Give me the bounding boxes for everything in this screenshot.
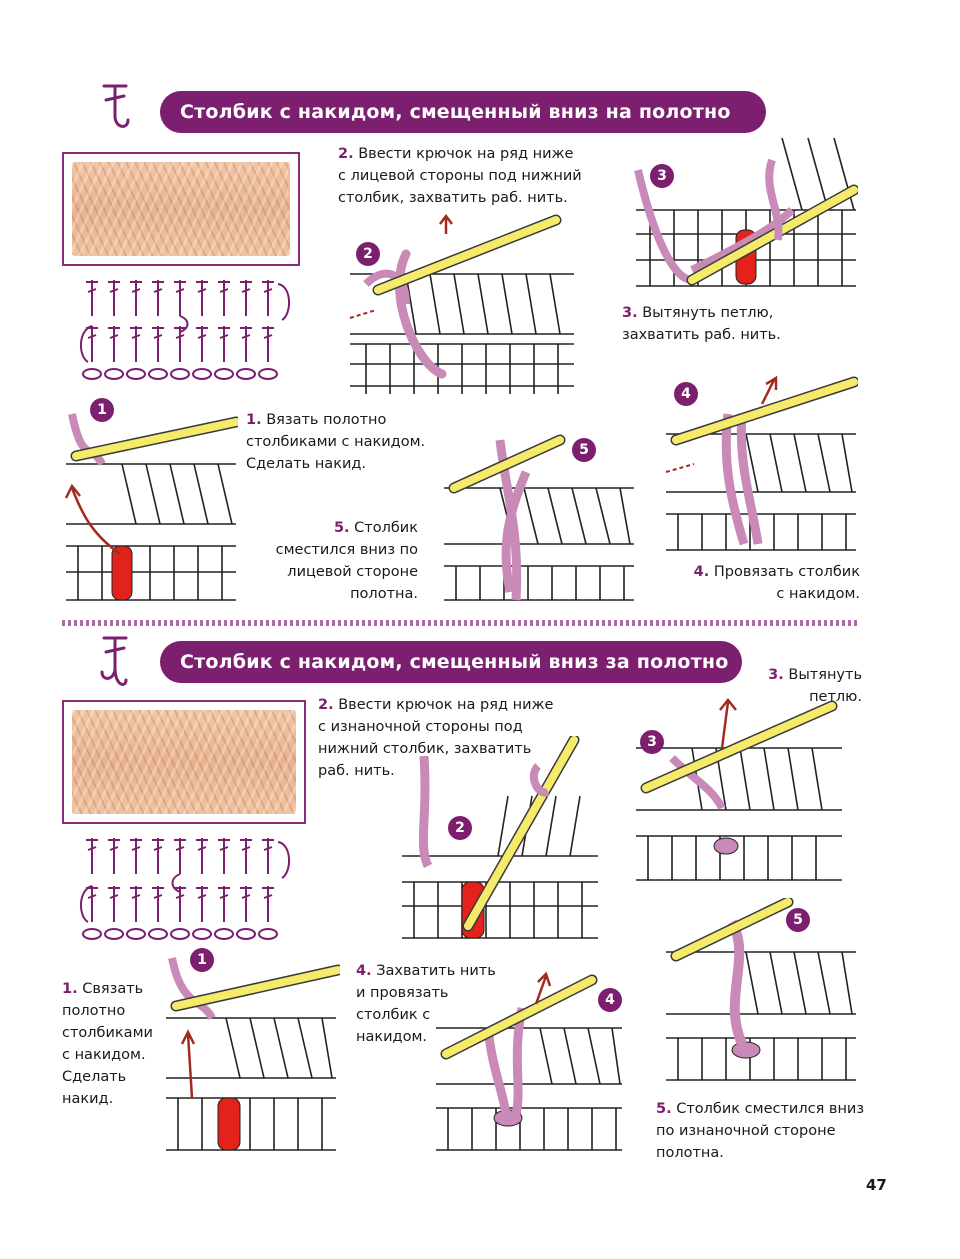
section2-step3-label: Вытянуть петлю. bbox=[788, 667, 862, 705]
section1-step2-badge: 2 bbox=[356, 242, 380, 266]
section2-step2-badge: 2 bbox=[448, 816, 472, 840]
section2-step3-illustration bbox=[636, 698, 842, 881]
section2-stitch-chart bbox=[80, 838, 290, 940]
section2-step4-badge: 4 bbox=[598, 988, 622, 1012]
section2-step1-illustration bbox=[166, 957, 340, 1151]
section1-step5-text: 5. Столбик сместился вниз по лицевой сто… bbox=[262, 517, 418, 605]
section2-step1-label: Связать полотно столбиками с накидом. Сд… bbox=[62, 981, 153, 1107]
section1-step2-text: 2. Ввести крючок на ряд ниже с лицевой с… bbox=[338, 143, 586, 209]
section1-step4-badge: 4 bbox=[674, 382, 698, 406]
bpdc-symbol-icon bbox=[100, 636, 128, 686]
section1-step3-text: 3. Вытянуть петлю, захватить раб. нить. bbox=[622, 302, 792, 346]
section1-step4-text: 4. Провязать столбик с накидом. bbox=[690, 561, 860, 605]
section1-step1-text: 1. Вязать полотно столбиками с накидом. … bbox=[246, 409, 426, 475]
section1-step5-badge: 5 bbox=[572, 438, 596, 462]
section1-step5-illustration bbox=[444, 434, 634, 601]
section2-step2-text: 2. Ввести крючок на ряд ниже с изнаночно… bbox=[318, 694, 554, 782]
section1-step2-illustration bbox=[349, 214, 574, 396]
section1-step2-label: Ввести крючок на ряд ниже с лицевой стор… bbox=[338, 146, 582, 206]
section1-step3-label: Вытянуть петлю, захватить раб. нить. bbox=[622, 305, 781, 343]
fpdc-symbol-icon bbox=[102, 84, 130, 128]
section2-step1-text: 1. Связать полотно столбиками с накидом.… bbox=[62, 978, 158, 1110]
section1-stitch-chart bbox=[80, 280, 290, 380]
section2-step5-label: Столбик сместился вниз по изнаночной сто… bbox=[656, 1101, 865, 1161]
section1-swatch-photo bbox=[62, 152, 300, 266]
section2-step3-text: 3. Вытянуть петлю. bbox=[752, 664, 862, 708]
page-number: 47 bbox=[866, 1176, 887, 1194]
section1-step4-number: 4. bbox=[693, 564, 710, 580]
section2-step4-number: 4. bbox=[356, 963, 372, 979]
section2-step5-number: 5. bbox=[656, 1101, 672, 1117]
section2-step2-label: Ввести крючок на ряд ниже с изнаночной с… bbox=[318, 697, 554, 779]
section1-step5-number: 5. bbox=[333, 520, 350, 536]
section2-step2-number: 2. bbox=[318, 697, 334, 713]
section1-step3-illustration bbox=[634, 137, 858, 287]
section2-step4-label: Захватить нить и провязать столбик с нак… bbox=[356, 963, 496, 1045]
section1-step4-label: Провязать столбик с накидом. bbox=[713, 564, 860, 602]
section2-step5-badge: 5 bbox=[786, 908, 810, 932]
section2-step1-badge: 1 bbox=[190, 948, 214, 972]
section1-title: Столбик с накидом, смещенный вниз на пол… bbox=[160, 91, 766, 133]
section2-step4-text: 4. Захватить нить и провязать столбик с … bbox=[356, 960, 496, 1048]
section2-step4-illustration bbox=[436, 971, 622, 1151]
section2-step5-illustration bbox=[666, 898, 856, 1081]
section2-step1-number: 1. bbox=[62, 981, 78, 997]
section1-step3-number: 3. bbox=[622, 305, 638, 321]
section2-step3-badge: 3 bbox=[640, 730, 664, 754]
section1-step4-illustration bbox=[665, 375, 858, 551]
section2-swatch-photo bbox=[62, 700, 306, 824]
section1-step1-label: Вязать полотно столбиками с накидом. Сде… bbox=[246, 412, 426, 472]
section2-step2-illustration bbox=[402, 736, 598, 939]
section2-step5-text: 5. Столбик сместился вниз по изнаночной … bbox=[656, 1098, 866, 1164]
section1-step1-illustration bbox=[64, 413, 238, 601]
section1-step2-number: 2. bbox=[338, 146, 354, 162]
section1-step1-number: 1. bbox=[246, 412, 262, 428]
section2-step3-number: 3. bbox=[768, 667, 784, 683]
section1-step1-badge: 1 bbox=[90, 398, 114, 422]
section1-step5-label: Столбик сместился вниз по лицевой сторон… bbox=[275, 520, 418, 602]
section2-title: Столбик с накидом, смещенный вниз за пол… bbox=[160, 641, 742, 683]
section-divider bbox=[62, 620, 860, 626]
section1-step3-badge: 3 bbox=[650, 164, 674, 188]
